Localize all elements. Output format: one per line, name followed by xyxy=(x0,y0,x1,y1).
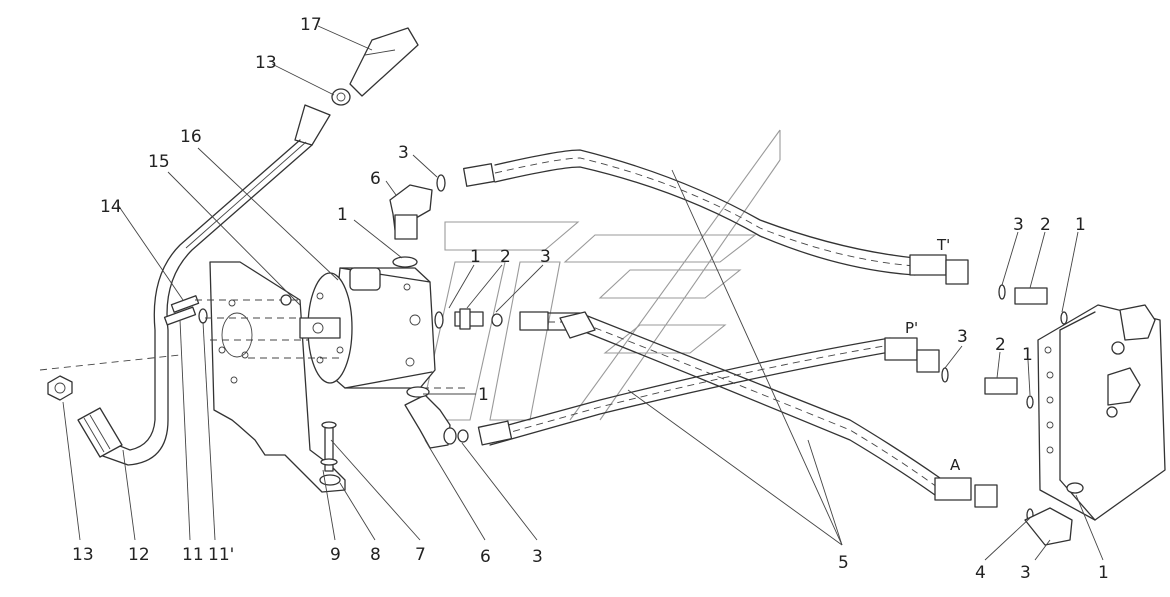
handle-grip xyxy=(349,27,419,97)
port-label-A: A xyxy=(950,456,961,474)
callout-bottom: 11 xyxy=(182,545,204,565)
callout-15: 15 xyxy=(148,152,170,172)
callout-1-right-2: 1 xyxy=(1022,345,1033,365)
callout-6-top: 6 xyxy=(370,169,381,189)
callout-bottom: 13 xyxy=(72,545,94,565)
callout-16: 16 xyxy=(180,127,202,147)
manifold-block xyxy=(1037,304,1166,521)
hose-A xyxy=(519,311,998,508)
callout-2-right-1: 2 xyxy=(1040,215,1051,235)
elbow-fitting-top xyxy=(389,174,446,268)
bolts xyxy=(163,294,320,341)
valve-body xyxy=(248,267,470,389)
callout-2-mid: 2 xyxy=(500,247,511,267)
callout-bottom: 6 xyxy=(480,547,491,567)
callout-labels: 17 13 16 15 14 3 6 1 1 2 3 1 3 2 1 3 2 1… xyxy=(100,15,1086,474)
leader-lines xyxy=(62,25,1104,561)
callout-bottom: 1 xyxy=(1098,563,1109,583)
callout-13-top: 13 xyxy=(255,53,277,73)
callout-bottom: 11' xyxy=(208,545,234,565)
callout-bottom: 9 xyxy=(330,545,341,565)
callout-bottom: 3 xyxy=(532,547,543,567)
callout-3-right-1: 3 xyxy=(1013,215,1024,235)
nut-bottom xyxy=(39,354,181,401)
callout-bottom: 3 xyxy=(1020,563,1031,583)
callout-2-right-2: 2 xyxy=(995,335,1006,355)
callout-bottom: 5 xyxy=(838,553,849,573)
straight-fitting-mid xyxy=(434,308,503,330)
callout-bottom: 4 xyxy=(975,563,986,583)
bottom-callouts: 13 12 11 11' 9 8 7 6 3 5 4 3 1 xyxy=(72,545,1109,583)
callout-bottom: 12 xyxy=(128,545,150,565)
callout-3-mid: 3 xyxy=(540,247,551,267)
callout-14: 14 xyxy=(100,197,122,217)
callout-1-right-1: 1 xyxy=(1075,215,1086,235)
callout-bottom: 8 xyxy=(370,545,381,565)
elbow-fitting-bottom xyxy=(404,386,469,449)
hose-P xyxy=(477,337,940,446)
callout-1-low: 1 xyxy=(478,385,489,405)
callout-bottom: 7 xyxy=(415,545,426,565)
callout-1-top: 1 xyxy=(337,205,348,225)
callout-3-right-2: 3 xyxy=(957,327,968,347)
callout-1-mid: 1 xyxy=(470,247,481,267)
nut-top xyxy=(331,88,351,106)
fittings-right xyxy=(941,284,1073,546)
port-label-T: T' xyxy=(936,236,950,254)
hose-T xyxy=(462,149,969,285)
callout-3-top: 3 xyxy=(398,143,409,163)
port-label-P: P' xyxy=(905,319,918,337)
callout-17: 17 xyxy=(300,15,322,35)
mounting-bracket xyxy=(209,261,346,493)
lever-rod xyxy=(77,104,331,466)
pin xyxy=(320,421,338,472)
